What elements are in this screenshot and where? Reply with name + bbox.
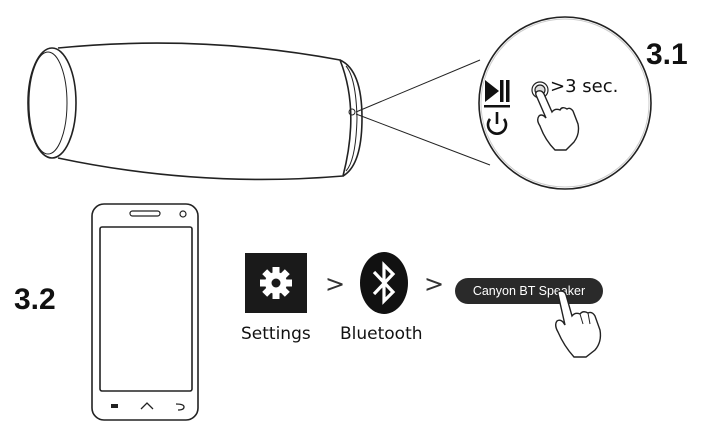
- speaker-right-cap: [339, 59, 363, 177]
- finger-tap-icon: [555, 290, 602, 358]
- bluetooth-label: Bluetooth: [340, 324, 423, 344]
- play-pause-icon: [484, 80, 510, 108]
- speaker-left-cap: [27, 47, 77, 159]
- gear-icon: [260, 267, 292, 299]
- phone-speaker-slot: [129, 210, 161, 217]
- phone-camera: [179, 210, 187, 218]
- bluetooth-icon: [372, 261, 396, 305]
- home-nav-button: [140, 402, 154, 410]
- speaker-body: [57, 42, 352, 181]
- step-number-3-1: 3.1: [646, 38, 688, 71]
- phone-screen: [99, 226, 193, 392]
- device-name-button[interactable]: Canyon BT Speaker: [455, 278, 603, 304]
- bluetooth-tile[interactable]: [359, 251, 409, 315]
- separator-arrow: >: [325, 270, 346, 298]
- settings-tile[interactable]: [245, 253, 307, 313]
- zoom-callout-circle: [478, 16, 652, 190]
- phone-body: [91, 203, 199, 421]
- menu-nav-button: [111, 404, 118, 408]
- step-number-3-2: 3.2: [14, 283, 56, 316]
- finger-press-icon: [535, 90, 580, 151]
- power-icon: [486, 112, 508, 135]
- back-nav-button: [175, 403, 185, 411]
- separator-arrow: >: [424, 270, 445, 298]
- settings-label: Settings: [241, 324, 311, 344]
- hold-duration-label: >3 sec.: [550, 76, 619, 97]
